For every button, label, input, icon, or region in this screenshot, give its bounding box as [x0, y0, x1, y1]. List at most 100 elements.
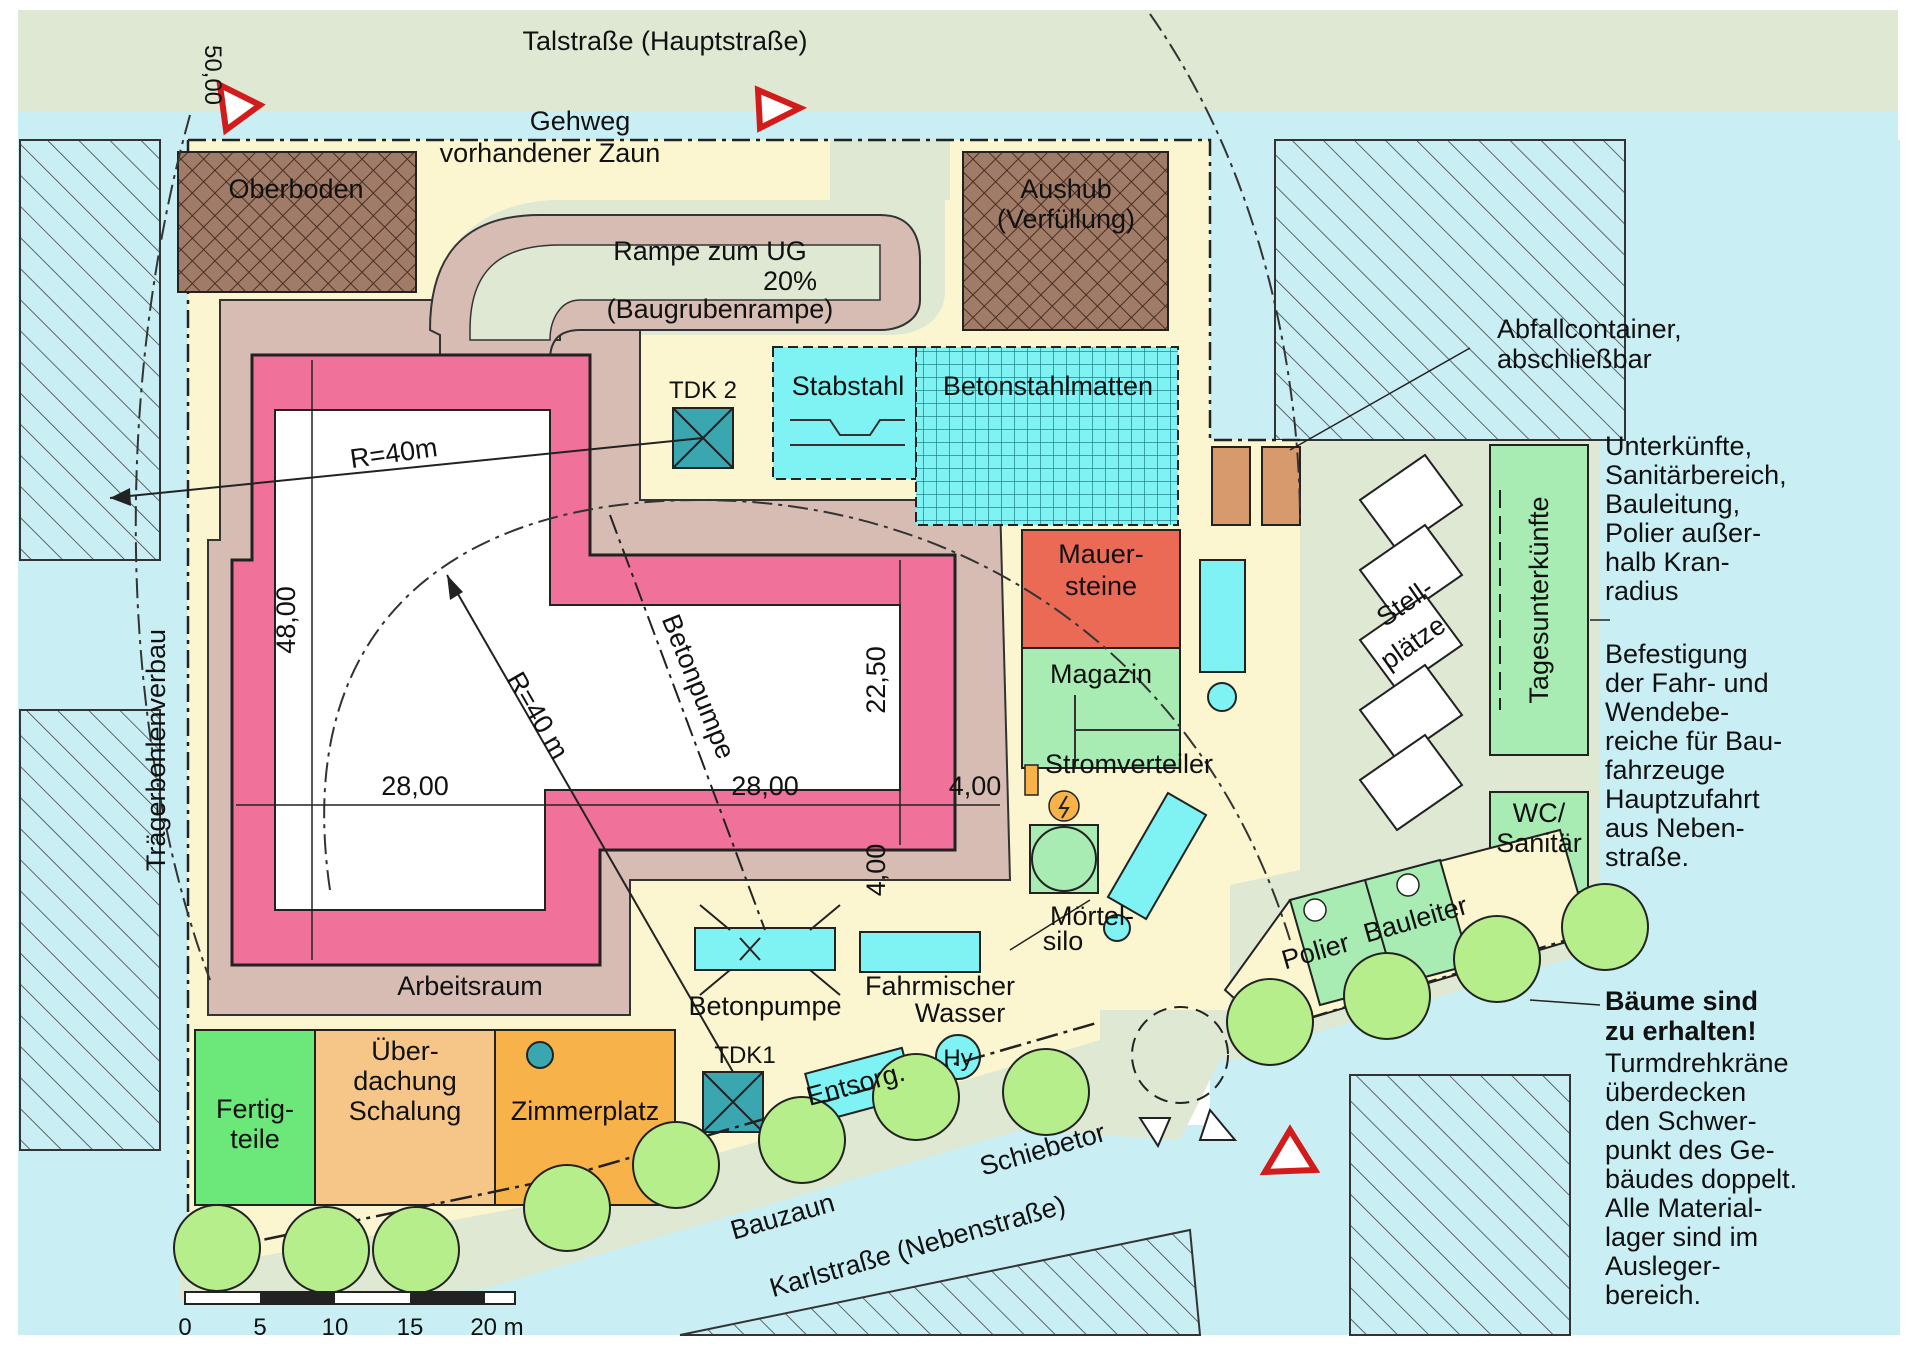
dim-2250-label: 22,50	[861, 646, 891, 714]
pump-symbol	[739, 937, 761, 961]
pump-boom-line	[609, 514, 766, 931]
gate-triangle-1	[1138, 1117, 1172, 1149]
bricks-storage	[1021, 529, 1181, 649]
scale-tick-label: 5	[253, 1314, 266, 1341]
mesh-label: Betonstahlmatten	[943, 371, 1153, 401]
main-street-label: Talstraße (Hauptstraße)	[522, 26, 807, 56]
dim-28b-label: 28,00	[731, 771, 799, 801]
neighbor-building-nw	[19, 139, 161, 561]
waste-container-2	[1261, 446, 1301, 526]
mortar-label-1: Mörtel-	[1050, 901, 1134, 931]
wc-label-1: WC/	[1513, 798, 1566, 828]
crane-note-line: bäudes doppelt.	[1605, 1164, 1797, 1194]
warning-sign-3	[1259, 1124, 1321, 1176]
crane-note-line: lager sind im	[1605, 1222, 1758, 1252]
pump-label: Betonpumpe	[688, 991, 841, 1021]
paving-note: Befestigung der Fahr- und Wendebe- reich…	[1605, 639, 1782, 872]
parking-stalls	[1358, 453, 1464, 832]
main-road	[18, 10, 1898, 115]
crane-2-radius-line	[109, 437, 704, 499]
quarters-note-line: Sanitärbereich,	[1605, 460, 1787, 490]
hydrant-label: Hy	[943, 1045, 972, 1072]
ramp-surface	[469, 244, 881, 341]
rebar-label: Stabstahl	[792, 371, 905, 401]
dim-28a-label: 28,00	[381, 771, 449, 801]
quarters-note-line: radius	[1605, 576, 1679, 606]
excavation-label-1: Aushub	[1020, 174, 1112, 204]
formwork-label-2: dachung	[353, 1066, 457, 1096]
silo-truck-wheel-icon	[1103, 914, 1131, 942]
wc-label-2: Sanitär	[1496, 828, 1582, 858]
scale-tick-label: 15	[397, 1314, 424, 1341]
trees-note-1: Bäume sind	[1605, 986, 1758, 1016]
scale-tick-label: 20 m	[470, 1314, 523, 1341]
mixer-truck	[859, 931, 981, 973]
waste-label-1: Abfallcontainer,	[1497, 314, 1682, 344]
trees-leader	[1529, 999, 1601, 1006]
truck-silo	[1106, 791, 1208, 921]
ramp-label-3: (Baugrubenrampe)	[607, 294, 834, 324]
paving-note-line: straße.	[1605, 842, 1689, 872]
fence-label: vorhandener Zaun	[440, 138, 661, 168]
quarters-note-line: Unterkünfte,	[1605, 431, 1752, 461]
crane-2-label: TDK 2	[669, 377, 737, 404]
waste-leader	[1289, 347, 1471, 451]
quarters-note-line: Bauleitung,	[1605, 489, 1740, 519]
crane-note: Turmdrehkräne überdecken den Schwer- pun…	[1605, 1048, 1797, 1310]
crane-1-radius-line	[446, 574, 734, 1073]
crane-note-line: den Schwer-	[1605, 1106, 1757, 1136]
water-label: Wasser	[915, 998, 1006, 1028]
scale-bar-segment-2	[410, 1292, 485, 1304]
carpentry-label: Zimmerplatz	[511, 1096, 660, 1126]
silo-leader	[1009, 899, 1091, 951]
power-icon	[1048, 790, 1080, 822]
neighbor-building-w	[19, 709, 161, 1151]
dim-4a-label: 4,00	[949, 771, 1002, 801]
crane-1-label: TDK1	[714, 1042, 775, 1069]
precast-label-2: teile	[230, 1124, 280, 1154]
scale-tick-label: 0	[178, 1314, 191, 1341]
crane-note-line: überdecken	[1605, 1077, 1746, 1107]
concrete-pump-truck	[694, 927, 836, 971]
entry-zone	[840, 140, 950, 200]
magazine-label: Magazin	[1050, 659, 1152, 689]
paving-note-line: der Fahr- und	[1605, 668, 1769, 698]
ramp-label-2: 20%	[763, 266, 817, 296]
dim-50-label: 50,00	[199, 45, 226, 105]
sidewalk-label: Gehweg	[530, 106, 631, 136]
paving-note-line: Wendebe-	[1605, 697, 1729, 727]
neighbor-building-ne	[1274, 139, 1626, 441]
sidewalk-area	[18, 112, 1898, 142]
pump-outriggers	[699, 904, 841, 996]
formwork-label-1: Über-	[371, 1036, 439, 1066]
site-boundary-north	[188, 138, 1300, 442]
mesh-storage	[915, 346, 1179, 526]
turning-circle	[1131, 1006, 1229, 1104]
truck-wheel-icon	[1207, 682, 1237, 712]
shoring-label: Trägerbohlenverbau	[141, 629, 171, 871]
paving-note-line: Hauptzufahrt	[1605, 784, 1760, 814]
crane-note-line: punkt des Ge-	[1605, 1135, 1775, 1165]
crane-note-line: Ausleger-	[1605, 1251, 1721, 1281]
paving-note-line: fahrzeuge	[1605, 755, 1725, 785]
work-space-label: Arbeitsraum	[397, 971, 543, 1001]
lightning-icon	[1058, 795, 1070, 819]
dim-48-label: 48,00	[271, 586, 301, 654]
quarters-note: Unterkünfte, Sanitärbereich, Bauleitung,…	[1605, 431, 1787, 606]
rebar-symbol	[790, 419, 905, 446]
trees	[173, 883, 1649, 1294]
quarters-note-line: halb Kran-	[1605, 547, 1730, 577]
paving-note-line: Befestigung	[1605, 639, 1748, 669]
mortar-silo	[1031, 826, 1097, 892]
magazine	[1021, 647, 1181, 769]
scale-tick-label: 10	[322, 1314, 349, 1341]
warning-sign-1	[216, 79, 266, 136]
crane-2-radius-arc-west	[134, 114, 211, 981]
crane-note-line: bereich.	[1605, 1280, 1701, 1310]
crane-2-radius-arrow	[110, 488, 131, 506]
daily-quarters	[1489, 444, 1589, 756]
topsoil-label: Oberboden	[228, 174, 363, 204]
phone-icon-2	[1396, 873, 1420, 897]
phone-icon-1	[1303, 898, 1327, 922]
